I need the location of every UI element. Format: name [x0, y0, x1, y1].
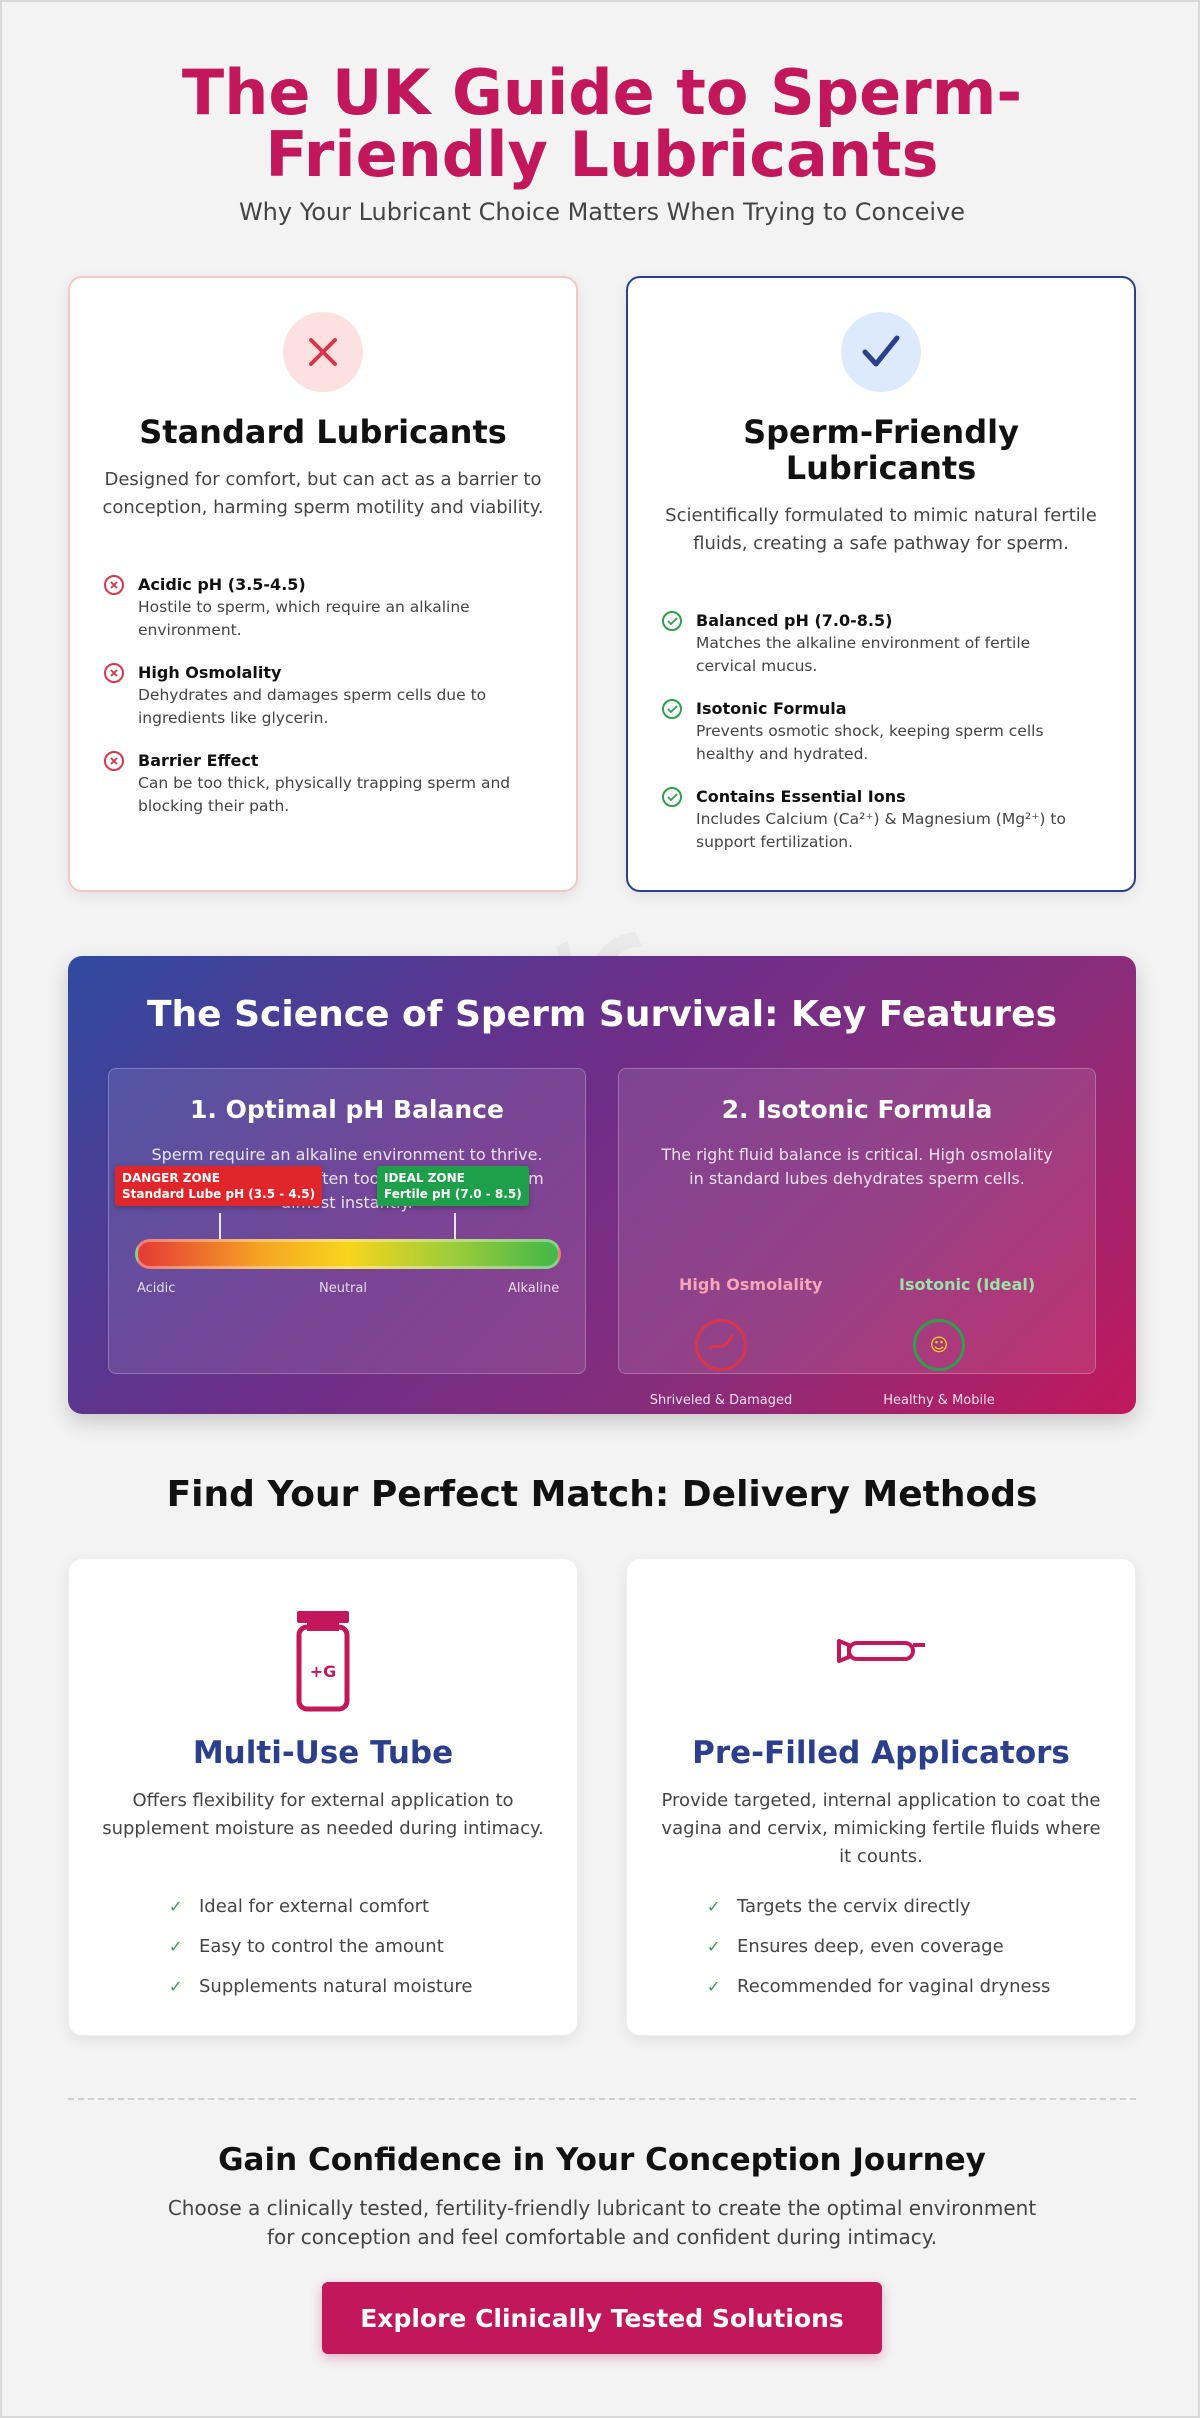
- check-icon: ✓: [707, 1977, 721, 1996]
- feature-item: High Osmolality Dehydrates and damages s…: [104, 662, 536, 730]
- feature-title: Barrier Effect: [138, 751, 259, 770]
- list-item: ✓ Recommended for vaginal dryness: [707, 1975, 1135, 1999]
- isotonic-panel-title: 2. Isotonic Formula: [721, 1095, 993, 1124]
- svg-text:+G: +G: [310, 1662, 337, 1681]
- science-title: The Science of Sperm Survival: Key Featu…: [146, 994, 1058, 1035]
- feature-text: Dehydrates and damages sperm cells due t…: [138, 686, 487, 727]
- explore-solutions-button[interactable]: Explore Clinically Tested Solutions: [322, 2282, 882, 2354]
- ideal-zone-detail: Fertile pH (7.0 - 8.5): [384, 1187, 522, 1201]
- page-subtitle: Why Your Lubricant Choice Matters When T…: [238, 198, 966, 226]
- ideal-zone-label: IDEAL ZONE: [384, 1171, 465, 1185]
- tube-card-description: Offers flexibility for external applicat…: [102, 1790, 544, 1839]
- friendly-card-title: Sperm-Friendly Lubricants: [743, 413, 1019, 487]
- ph-scale-bar: [135, 1239, 561, 1269]
- isotonic-caption: Healthy & Mobile: [883, 1393, 995, 1408]
- danger-zone-detail: Standard Lube pH (3.5 - 4.5): [122, 1187, 316, 1201]
- feature-title: Acidic pH (3.5-4.5): [138, 575, 306, 594]
- list-item: ✓ Ensures deep, even coverage: [707, 1935, 1135, 1959]
- standard-lubricants-card: Standard Lubricants Designed for comfort…: [68, 276, 578, 892]
- shriveled-cell-icon: [695, 1319, 747, 1371]
- applicator-card-description: Provide targeted, internal application t…: [661, 1790, 1101, 1867]
- page-title: The UK Guide to Sperm-Friendly Lubricant…: [181, 56, 1023, 191]
- feature-item: Contains Essential Ions Includes Calcium…: [662, 786, 1094, 854]
- list-item-text: Ideal for external comfort: [199, 1896, 430, 1917]
- ph-panel-title: 1. Optimal pH Balance: [190, 1095, 504, 1124]
- list-item-text: Targets the cervix directly: [737, 1896, 971, 1917]
- checkmark-icon: [841, 312, 921, 392]
- list-item: ✓ Targets the cervix directly: [707, 1895, 1135, 1919]
- multi-use-tube-card: +G Multi-Use Tube Offers flexibility for…: [68, 1558, 578, 2036]
- high-osmolality-caption: Shriveled & Damaged: [649, 1393, 793, 1408]
- x-circle-icon: [104, 575, 124, 595]
- check-icon: ✓: [169, 1937, 183, 1956]
- isotonic-ideal-label: Isotonic (Ideal): [899, 1275, 1036, 1294]
- pre-filled-applicators-card: Pre-Filled Applicators Provide targeted,…: [626, 1558, 1136, 2036]
- check-icon: ✓: [707, 1937, 721, 1956]
- friendly-card-description: Scientifically formulated to mimic natur…: [665, 505, 1097, 554]
- applicator-icon: [835, 1635, 927, 1671]
- science-section: The Science of Sperm Survival: Key Featu…: [68, 956, 1136, 1414]
- high-osmolality-label: High Osmolality: [679, 1275, 823, 1294]
- list-item: ✓ Ideal for external comfort: [169, 1895, 577, 1919]
- feature-title: Balanced pH (7.0-8.5): [696, 611, 893, 630]
- ph-scale-alkaline: Alkaline: [508, 1281, 560, 1296]
- check-circle-icon: [662, 611, 682, 631]
- check-circle-icon: [662, 699, 682, 719]
- x-circle-icon: [104, 751, 124, 771]
- applicator-benefit-list: ✓ Targets the cervix directly ✓ Ensures de…: [627, 1895, 1135, 2015]
- check-icon: ✓: [169, 1897, 183, 1916]
- feature-text: Hostile to sperm, which require an alkal…: [138, 598, 470, 639]
- sperm-friendly-lubricants-card: Sperm-Friendly Lubricants Scientifically…: [626, 276, 1136, 892]
- feature-text: Prevents osmotic shock, keeping sperm ce…: [696, 722, 1044, 763]
- isotonic-panel: 2. Isotonic Formula The right fluid bala…: [618, 1068, 1096, 1408]
- ph-balance-panel: 1. Optimal pH Balance Sperm require an a…: [108, 1068, 586, 1374]
- feature-text: Can be too thick, physically trapping sp…: [138, 774, 511, 815]
- list-item-text: Ensures deep, even coverage: [737, 1936, 1004, 1957]
- list-item: ✓ Supplements natural moisture: [169, 1975, 577, 1999]
- feature-text: Includes Calcium (Ca²⁺) & Magnesium (Mg²…: [696, 810, 1066, 851]
- feature-item: Isotonic Formula Prevents osmotic shock,…: [662, 698, 1094, 766]
- feature-title: Contains Essential Ions: [696, 787, 906, 806]
- tube-card-title: Multi-Use Tube: [192, 1735, 454, 1771]
- feature-title: Isotonic Formula: [696, 699, 847, 718]
- cta-title: Gain Confidence in Your Conception Journ…: [218, 2142, 986, 2178]
- tube-benefit-list: ✓ Ideal for external comfort ✓ Easy to con…: [69, 1895, 577, 2015]
- feature-item: Balanced pH (7.0-8.5) Matches the alkali…: [662, 610, 1094, 678]
- feature-title: High Osmolality: [138, 663, 282, 682]
- ph-scale-neutral: Neutral: [319, 1281, 367, 1296]
- friendly-feature-list: Balanced pH (7.0-8.5) Matches the alkali…: [662, 610, 1094, 874]
- x-icon: [283, 312, 363, 392]
- applicator-card-title: Pre-Filled Applicators: [692, 1735, 1070, 1771]
- danger-zone-badge: DANGER ZONE Standard Lube pH (3.5 - 4.5): [115, 1166, 323, 1206]
- delivery-section-title: Find Your Perfect Match: Delivery Method…: [166, 1474, 1038, 1515]
- cta-text: Choose a clinically tested, fertility-fr…: [167, 2196, 1037, 2249]
- standard-card-title: Standard Lubricants: [139, 413, 507, 451]
- healthy-cell-icon: ☺: [913, 1319, 965, 1371]
- check-icon: ✓: [707, 1897, 721, 1916]
- check-circle-icon: [662, 787, 682, 807]
- list-item-text: Recommended for vaginal dryness: [737, 1976, 1051, 1997]
- standard-feature-list: Acidic pH (3.5-4.5) Hostile to sperm, wh…: [104, 574, 536, 838]
- ph-scale-acidic: Acidic: [137, 1281, 176, 1296]
- ideal-zone-marker: [454, 1213, 456, 1253]
- feature-text: Matches the alkaline environment of fert…: [696, 634, 1031, 675]
- danger-zone-marker: [219, 1213, 221, 1253]
- check-icon: ✓: [169, 1977, 183, 1996]
- isotonic-panel-description: The right fluid balance is critical. Hig…: [661, 1145, 1053, 1188]
- ideal-zone-badge: IDEAL ZONE Fertile pH (7.0 - 8.5): [377, 1166, 529, 1206]
- section-divider: [68, 2098, 1136, 2100]
- list-item: ✓ Easy to control the amount: [169, 1935, 577, 1959]
- list-item-text: Supplements natural moisture: [199, 1976, 473, 1997]
- feature-item: Acidic pH (3.5-4.5) Hostile to sperm, wh…: [104, 574, 536, 642]
- x-circle-icon: [104, 663, 124, 683]
- danger-zone-label: DANGER ZONE: [122, 1171, 220, 1185]
- tube-bottle-icon: +G: [293, 1609, 353, 1717]
- feature-item: Barrier Effect Can be too thick, physica…: [104, 750, 536, 818]
- standard-card-description: Designed for comfort, but can act as a b…: [102, 469, 544, 518]
- list-item-text: Easy to control the amount: [199, 1936, 444, 1957]
